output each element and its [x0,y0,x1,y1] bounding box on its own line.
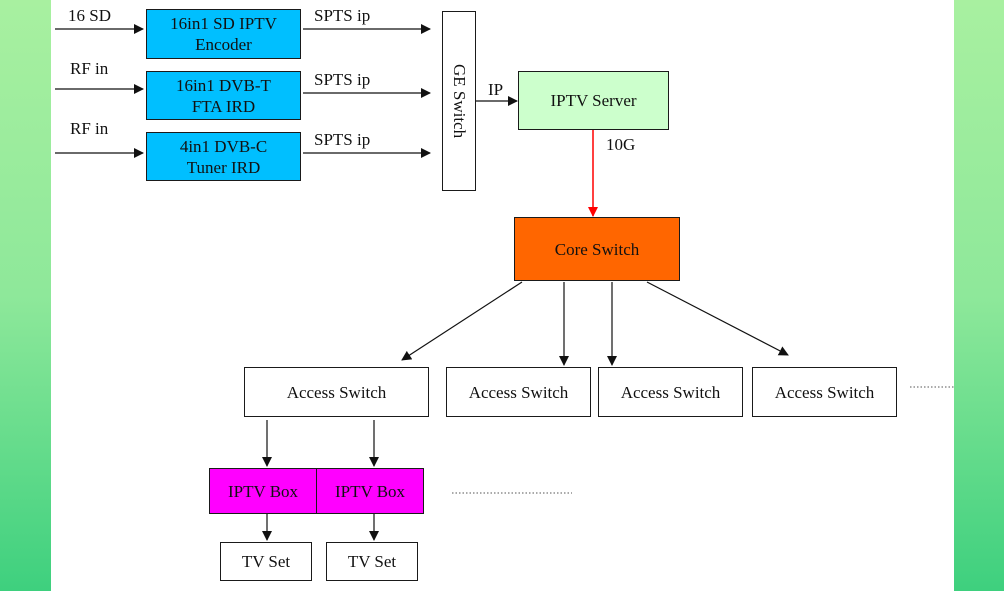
dvbt-line-2: FTA IRD [191,96,256,116]
access-switch-3[interactable]: Access Switch [598,367,743,417]
core-access-arrow-4 [646,281,789,356]
iptv-server-label: IPTV Server [550,91,637,110]
tv-set-1[interactable]: TV Set [220,542,312,581]
access-switch-4[interactable]: Access Switch [752,367,897,417]
input-source-label-2: RF in [70,59,109,78]
dvbt-ird-box[interactable]: 16in1 DVB-T FTA IRD [146,71,301,120]
core-switch-box[interactable]: Core Switch [514,217,680,281]
iptv-box-2-label: IPTV Box [334,481,406,501]
ge-switch-label-wrap: GE Switch [443,12,475,190]
input-source-label-1: 16 SD [68,6,111,25]
encoder-line-1: 16in1 SD IPTV [170,14,277,33]
dvbc-ird-box[interactable]: 4in1 DVB-C Tuner IRD [146,132,301,181]
uplink-label: 10G [606,135,636,154]
access-switch-4-label: Access Switch [774,382,875,402]
spts-label-1: SPTS ip [314,6,371,25]
encoder-line-2: Encoder [195,35,252,54]
iptv-box-1[interactable]: IPTV Box [209,468,317,514]
iptv-box-2[interactable]: IPTV Box [316,468,424,514]
ge-switch-label: GE Switch [450,63,469,139]
access-switch-1[interactable]: Access Switch [244,367,429,417]
access-switch-1-label: Access Switch [286,382,387,402]
ge-switch-box[interactable] [442,11,476,191]
dvbc-line-1: 4in1 DVB-C [179,136,268,156]
access-switch-2[interactable]: Access Switch [446,367,591,417]
dvbt-line-1: 16in1 DVB-T [176,75,271,95]
iptv-box-1-label: IPTV Box [227,481,299,501]
dvbc-line-2: Tuner IRD [186,157,261,177]
input-source-label-3: RF in [70,119,109,138]
access-switch-3-label: Access Switch [620,382,721,402]
spts-label-2: SPTS ip [314,70,371,89]
tv-set-2-label: TV Set [347,552,397,571]
ip-label: IP [488,80,504,99]
core-access-arrow-1 [401,281,523,361]
tv-set-2[interactable]: TV Set [326,542,418,581]
core-switch-label: Core Switch [554,239,640,259]
access-switch-2-label: Access Switch [468,382,569,402]
tv-set-1-label: TV Set [241,552,291,571]
iptv-server-box[interactable]: IPTV Server [518,71,669,130]
encoder-box[interactable]: 16in1 SD IPTV Encoder [146,9,301,59]
spts-label-3: SPTS ip [314,130,371,149]
